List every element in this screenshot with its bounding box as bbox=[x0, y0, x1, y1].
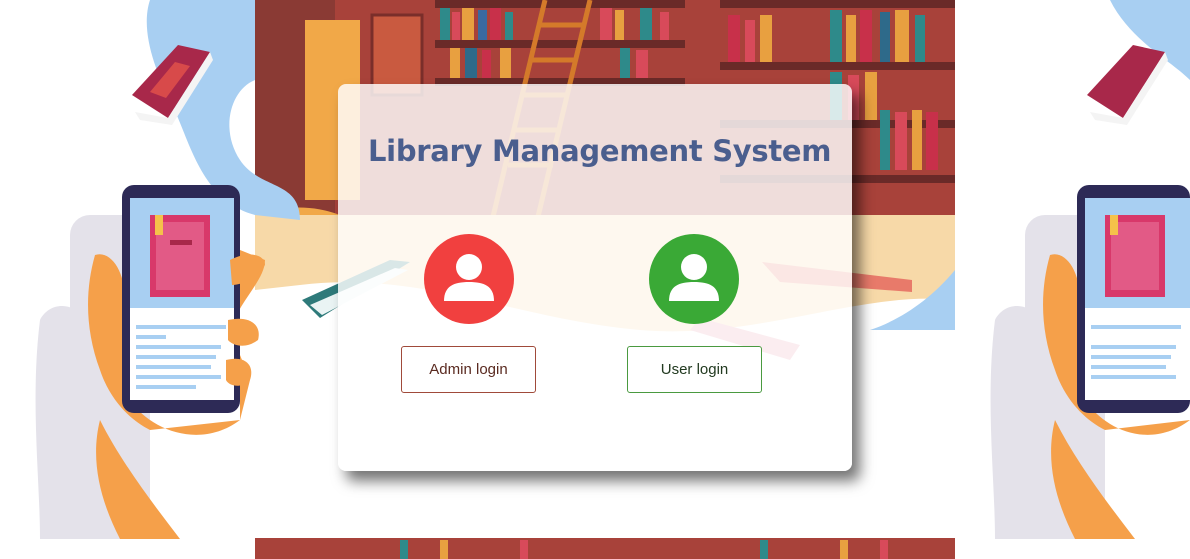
user-login-button[interactable]: User login bbox=[627, 346, 762, 393]
user-avatar-icon bbox=[444, 254, 494, 301]
admin-avatar-icon bbox=[424, 234, 514, 324]
page-title: Library Management System bbox=[368, 134, 832, 168]
login-card: Library Management System Admin login Us… bbox=[338, 84, 852, 471]
phone-hand-illustration bbox=[35, 185, 266, 539]
user-avatar-icon bbox=[649, 234, 739, 324]
flying-book bbox=[132, 45, 213, 125]
user-avatar-icon bbox=[669, 254, 719, 301]
admin-login-button[interactable]: Admin login bbox=[401, 346, 536, 393]
